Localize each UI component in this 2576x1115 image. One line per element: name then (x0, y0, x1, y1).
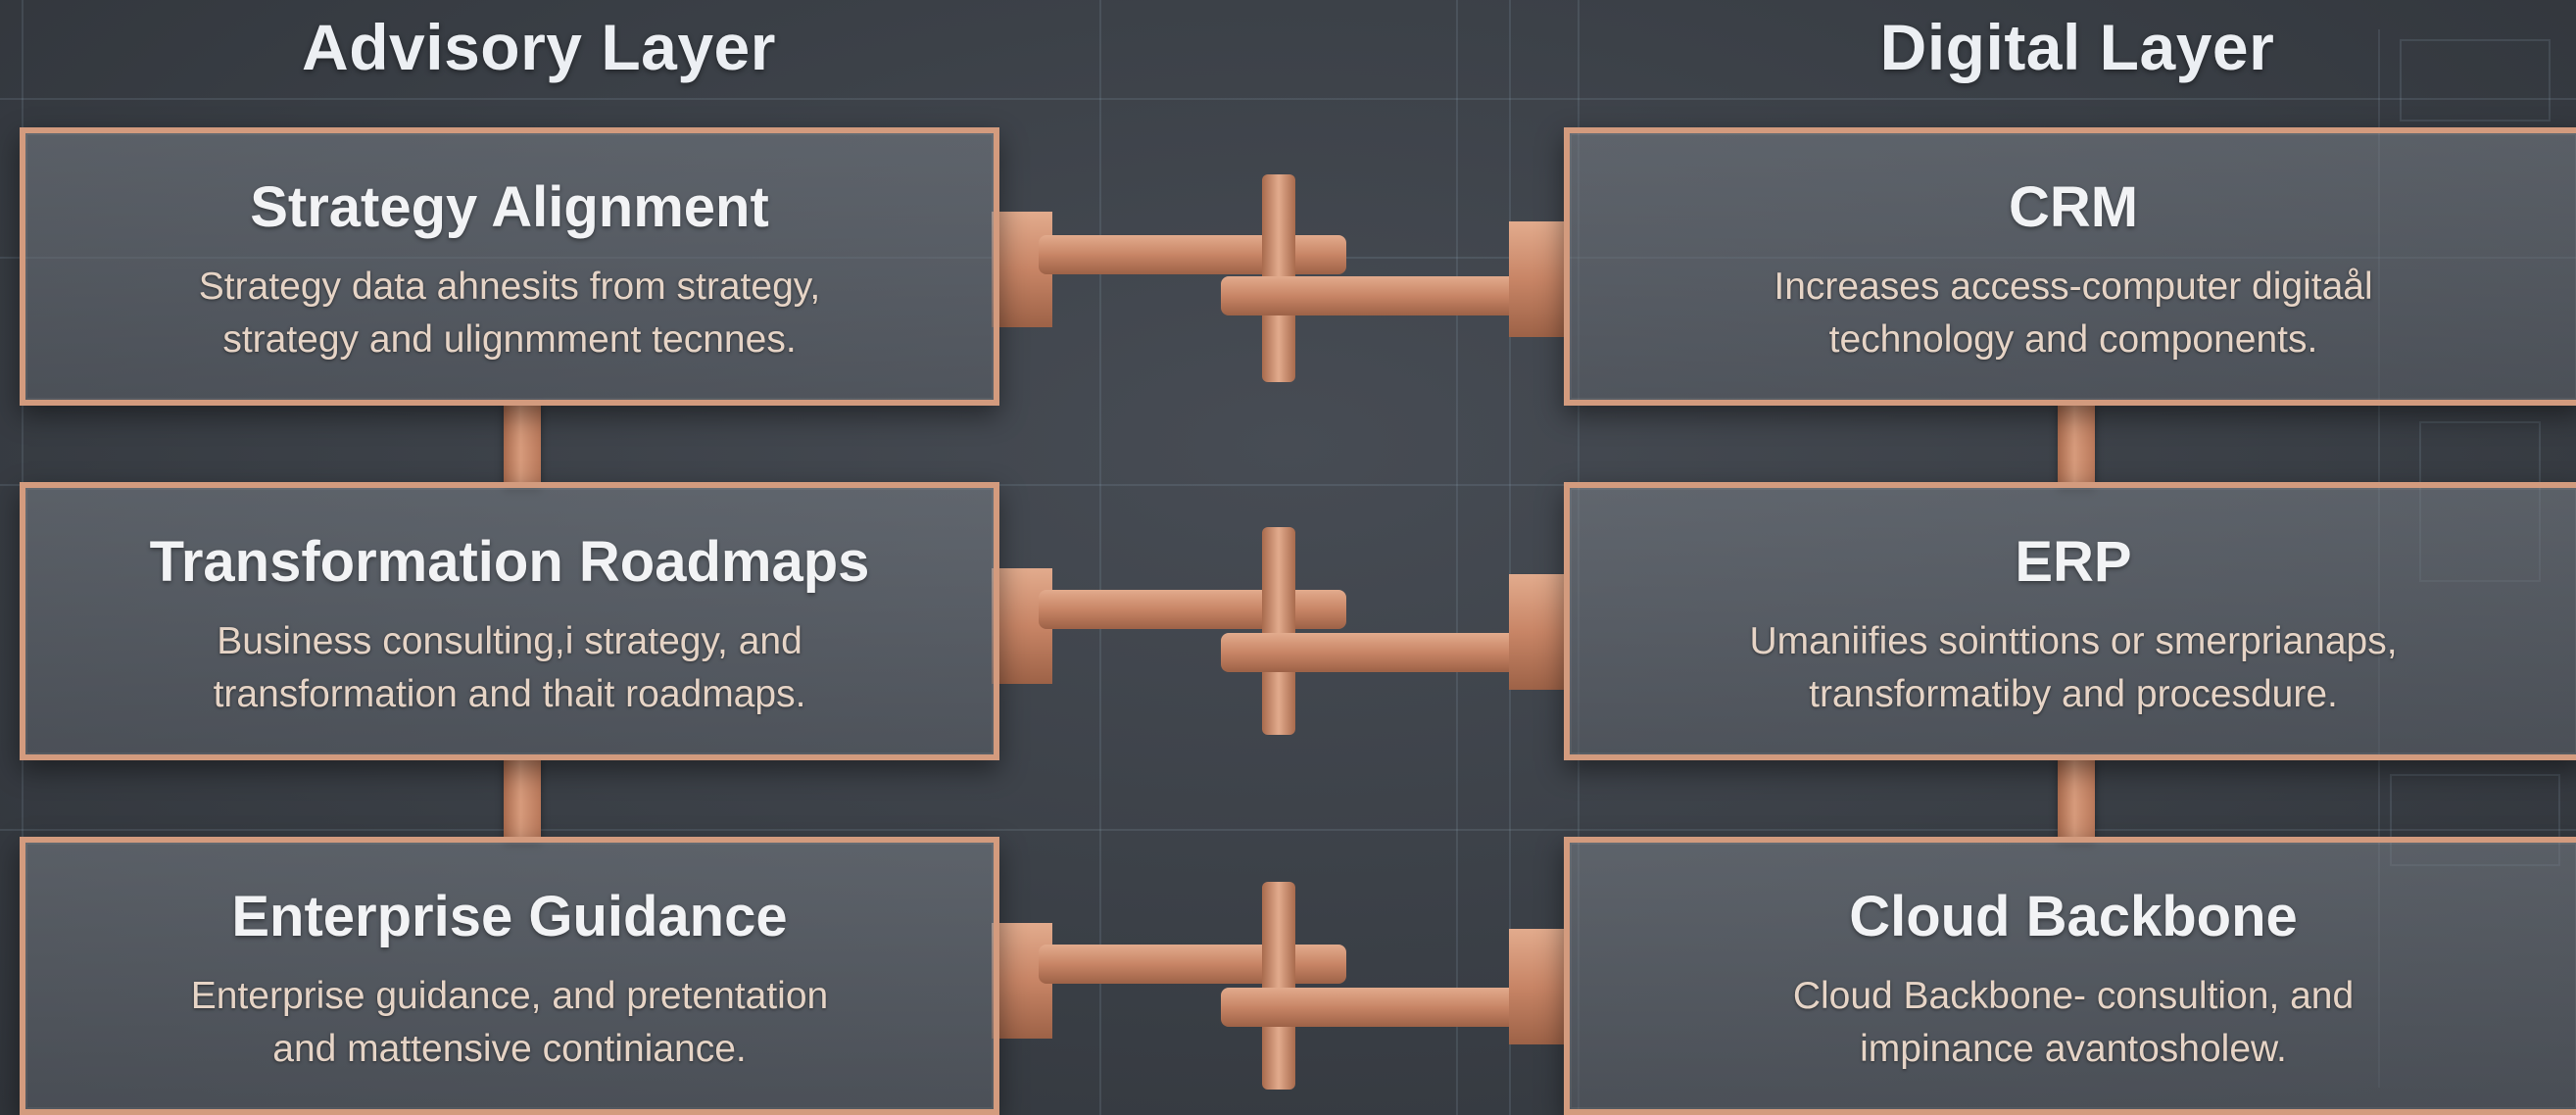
advisory-layer-heading: Advisory Layer (302, 11, 776, 83)
advisory-vertical-connector (504, 402, 541, 488)
card-title: Strategy Alignment (250, 175, 769, 239)
card-description-line: technology and components. (1828, 318, 2318, 361)
card-title: Cloud Backbone (1849, 885, 2298, 948)
advisory-vertical-connector (504, 756, 541, 843)
erp-card: ERP Umaniifies sointtions or smerprianap… (1564, 482, 2576, 760)
card-description: Umaniifies sointtions or smerprianaps, t… (1599, 615, 2548, 721)
card-title: ERP (2015, 530, 2132, 594)
digital-vertical-connector (2058, 756, 2095, 843)
card-title: CRM (2008, 175, 2139, 239)
card-description-line: Enterprise guidance, and pretentation (190, 975, 829, 1017)
card-description-line: Business consulting,i strategy, and (217, 620, 802, 662)
card-description-line: and mattensive continiance. (272, 1028, 747, 1070)
card-description-line: transformatiby and procesdure. (1809, 673, 2338, 715)
strategy-alignment-card: Strategy Alignment Strategy data ahnesit… (20, 127, 999, 406)
card-description: Business consulting,i strategy, and tran… (55, 615, 964, 721)
enterprise-guidance-card: Enterprise Guidance Enterprise guidance,… (20, 837, 999, 1115)
card-title: Transformation Roadmaps (149, 530, 870, 594)
crm-card: CRM Increases access-computer digitaål t… (1564, 127, 2576, 406)
card-description: Increases access-computer digitaål techn… (1599, 261, 2548, 366)
card-description: Enterprise guidance, and pretentation an… (55, 970, 964, 1076)
card-description-line: Cloud Backbone- consultion, and (1792, 975, 2355, 1017)
card-description-line: impinance avantosholew. (1860, 1028, 2287, 1070)
card-title: Enterprise Guidance (231, 885, 788, 948)
card-description: Strategy data ahnesits from strategy, st… (55, 261, 964, 366)
card-description-line: Strategy data ahnesits from strategy, (198, 266, 821, 308)
card-description-line: Umaniifies sointtions or smerprianaps, (1749, 620, 2398, 662)
card-description-line: strategy and ulignmment tecnnes. (222, 318, 797, 361)
cloud-backbone-card: Cloud Backbone Cloud Backbone- consultio… (1564, 837, 2576, 1115)
digital-vertical-connector (2058, 402, 2095, 488)
digital-layer-heading: Digital Layer (1879, 11, 2275, 83)
transformation-roadmaps-card: Transformation Roadmaps Business consult… (20, 482, 999, 760)
card-description-line: Increases access-computer digitaål (1774, 266, 2373, 308)
card-description-line: transformation and thait roadmaps. (213, 673, 806, 715)
card-description: Cloud Backbone- consultion, and impinanc… (1599, 970, 2548, 1076)
